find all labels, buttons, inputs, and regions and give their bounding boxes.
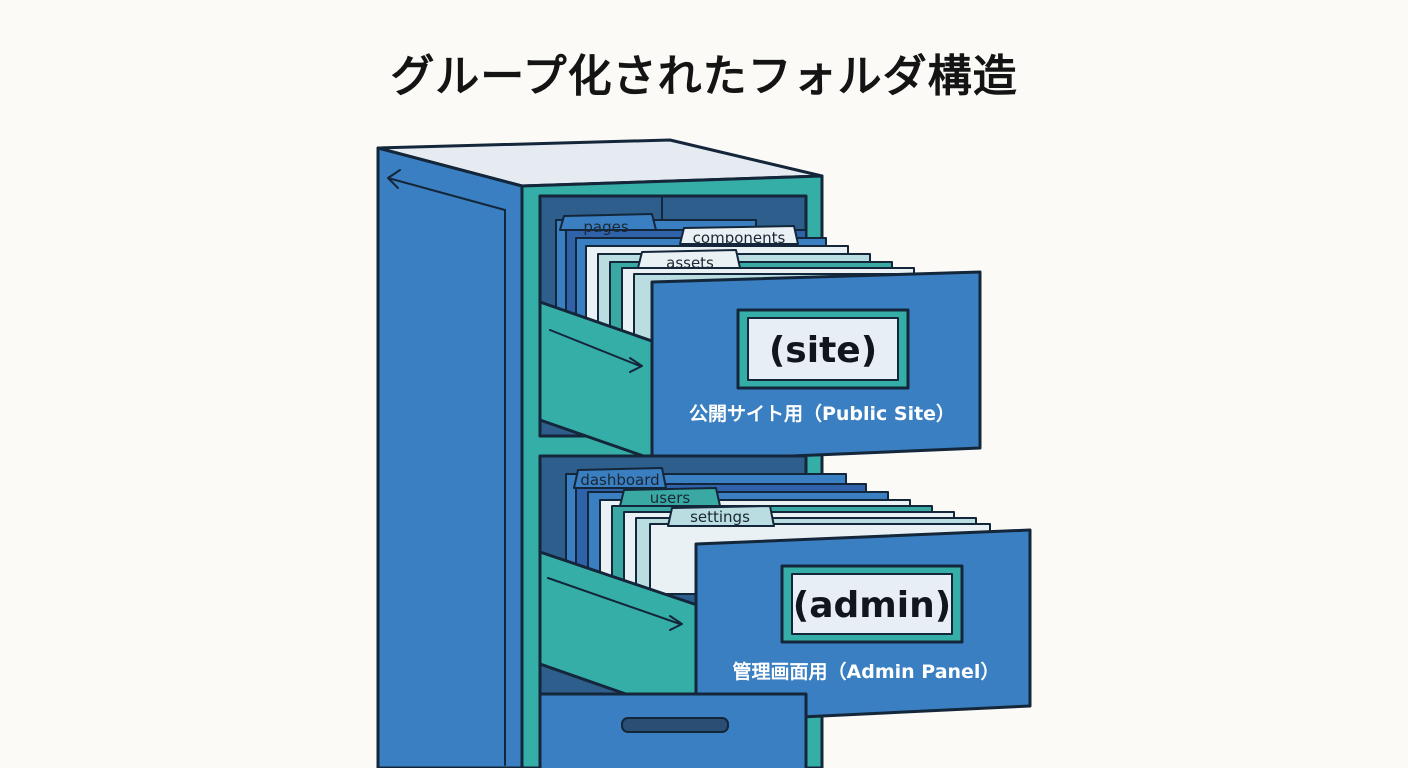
drawer-label-admin: (admin)	[793, 585, 951, 626]
folder-tab-pages: pages	[583, 218, 628, 236]
folder-tab-settings: settings	[690, 508, 750, 526]
upper-label-plate	[747, 317, 899, 381]
folder-tab-users: users	[650, 489, 691, 507]
drawer-label-site: (site)	[769, 330, 877, 371]
folder-tab-dashboard: dashboard	[580, 471, 659, 489]
folder-tab-assets: assets	[666, 254, 714, 272]
folder-tab-components: components	[693, 229, 786, 247]
lower-label-plate	[791, 573, 953, 635]
tab-shape-components	[679, 225, 799, 245]
tab-shape-pages	[559, 213, 657, 231]
drawer-caption-site: 公開サイト用（Public Site）	[689, 402, 955, 425]
cabinet-side	[376, 146, 524, 768]
third-drawer-handle	[621, 717, 729, 733]
diagram-title: グループ化されたフォルダ構造	[390, 51, 1018, 102]
tab-shape-assets	[637, 249, 741, 269]
drawer-caption-admin: 管理画面用（Admin Panel）	[733, 660, 1000, 683]
tab-shape-users	[619, 487, 721, 507]
tab-shape-dashboard	[573, 467, 667, 489]
tab-shape-settings	[667, 505, 775, 527]
